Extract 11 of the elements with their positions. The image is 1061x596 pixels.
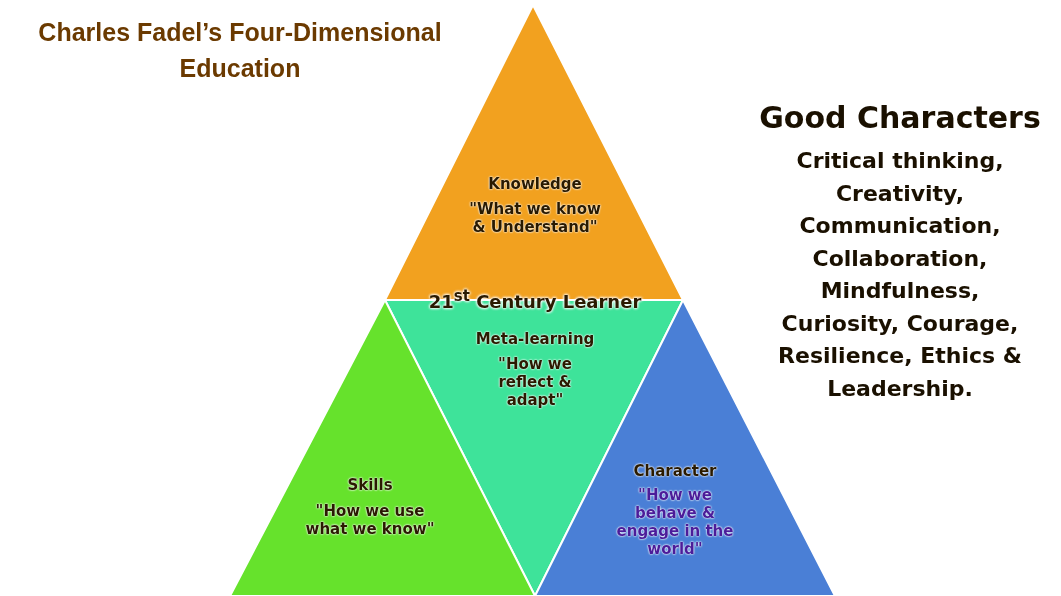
title: Charles Fadel’s Four-Dimensional Education xyxy=(37,17,443,84)
heading: Good Characters xyxy=(758,100,1042,135)
triangle-text: "What we know & Understand" xyxy=(468,200,602,236)
triangle-text: "How we behave & engage in the world" xyxy=(615,486,735,558)
triangle-text: "How we reflect & adapt" xyxy=(497,355,573,409)
triangle-text: "How we use what we know" xyxy=(305,502,435,538)
triangle-heading: Skills xyxy=(346,476,394,494)
triangle-heading: Character xyxy=(632,462,718,480)
triangle-heading: Knowledge xyxy=(487,175,583,193)
triangle-heading: Meta-learning xyxy=(474,330,596,348)
trait-list: Critical thinking, Creativity, Communication, Collaboration, Mindfulness, Curiosity, Courage, Resilience, Ethics & Leadership. xyxy=(760,145,1040,405)
